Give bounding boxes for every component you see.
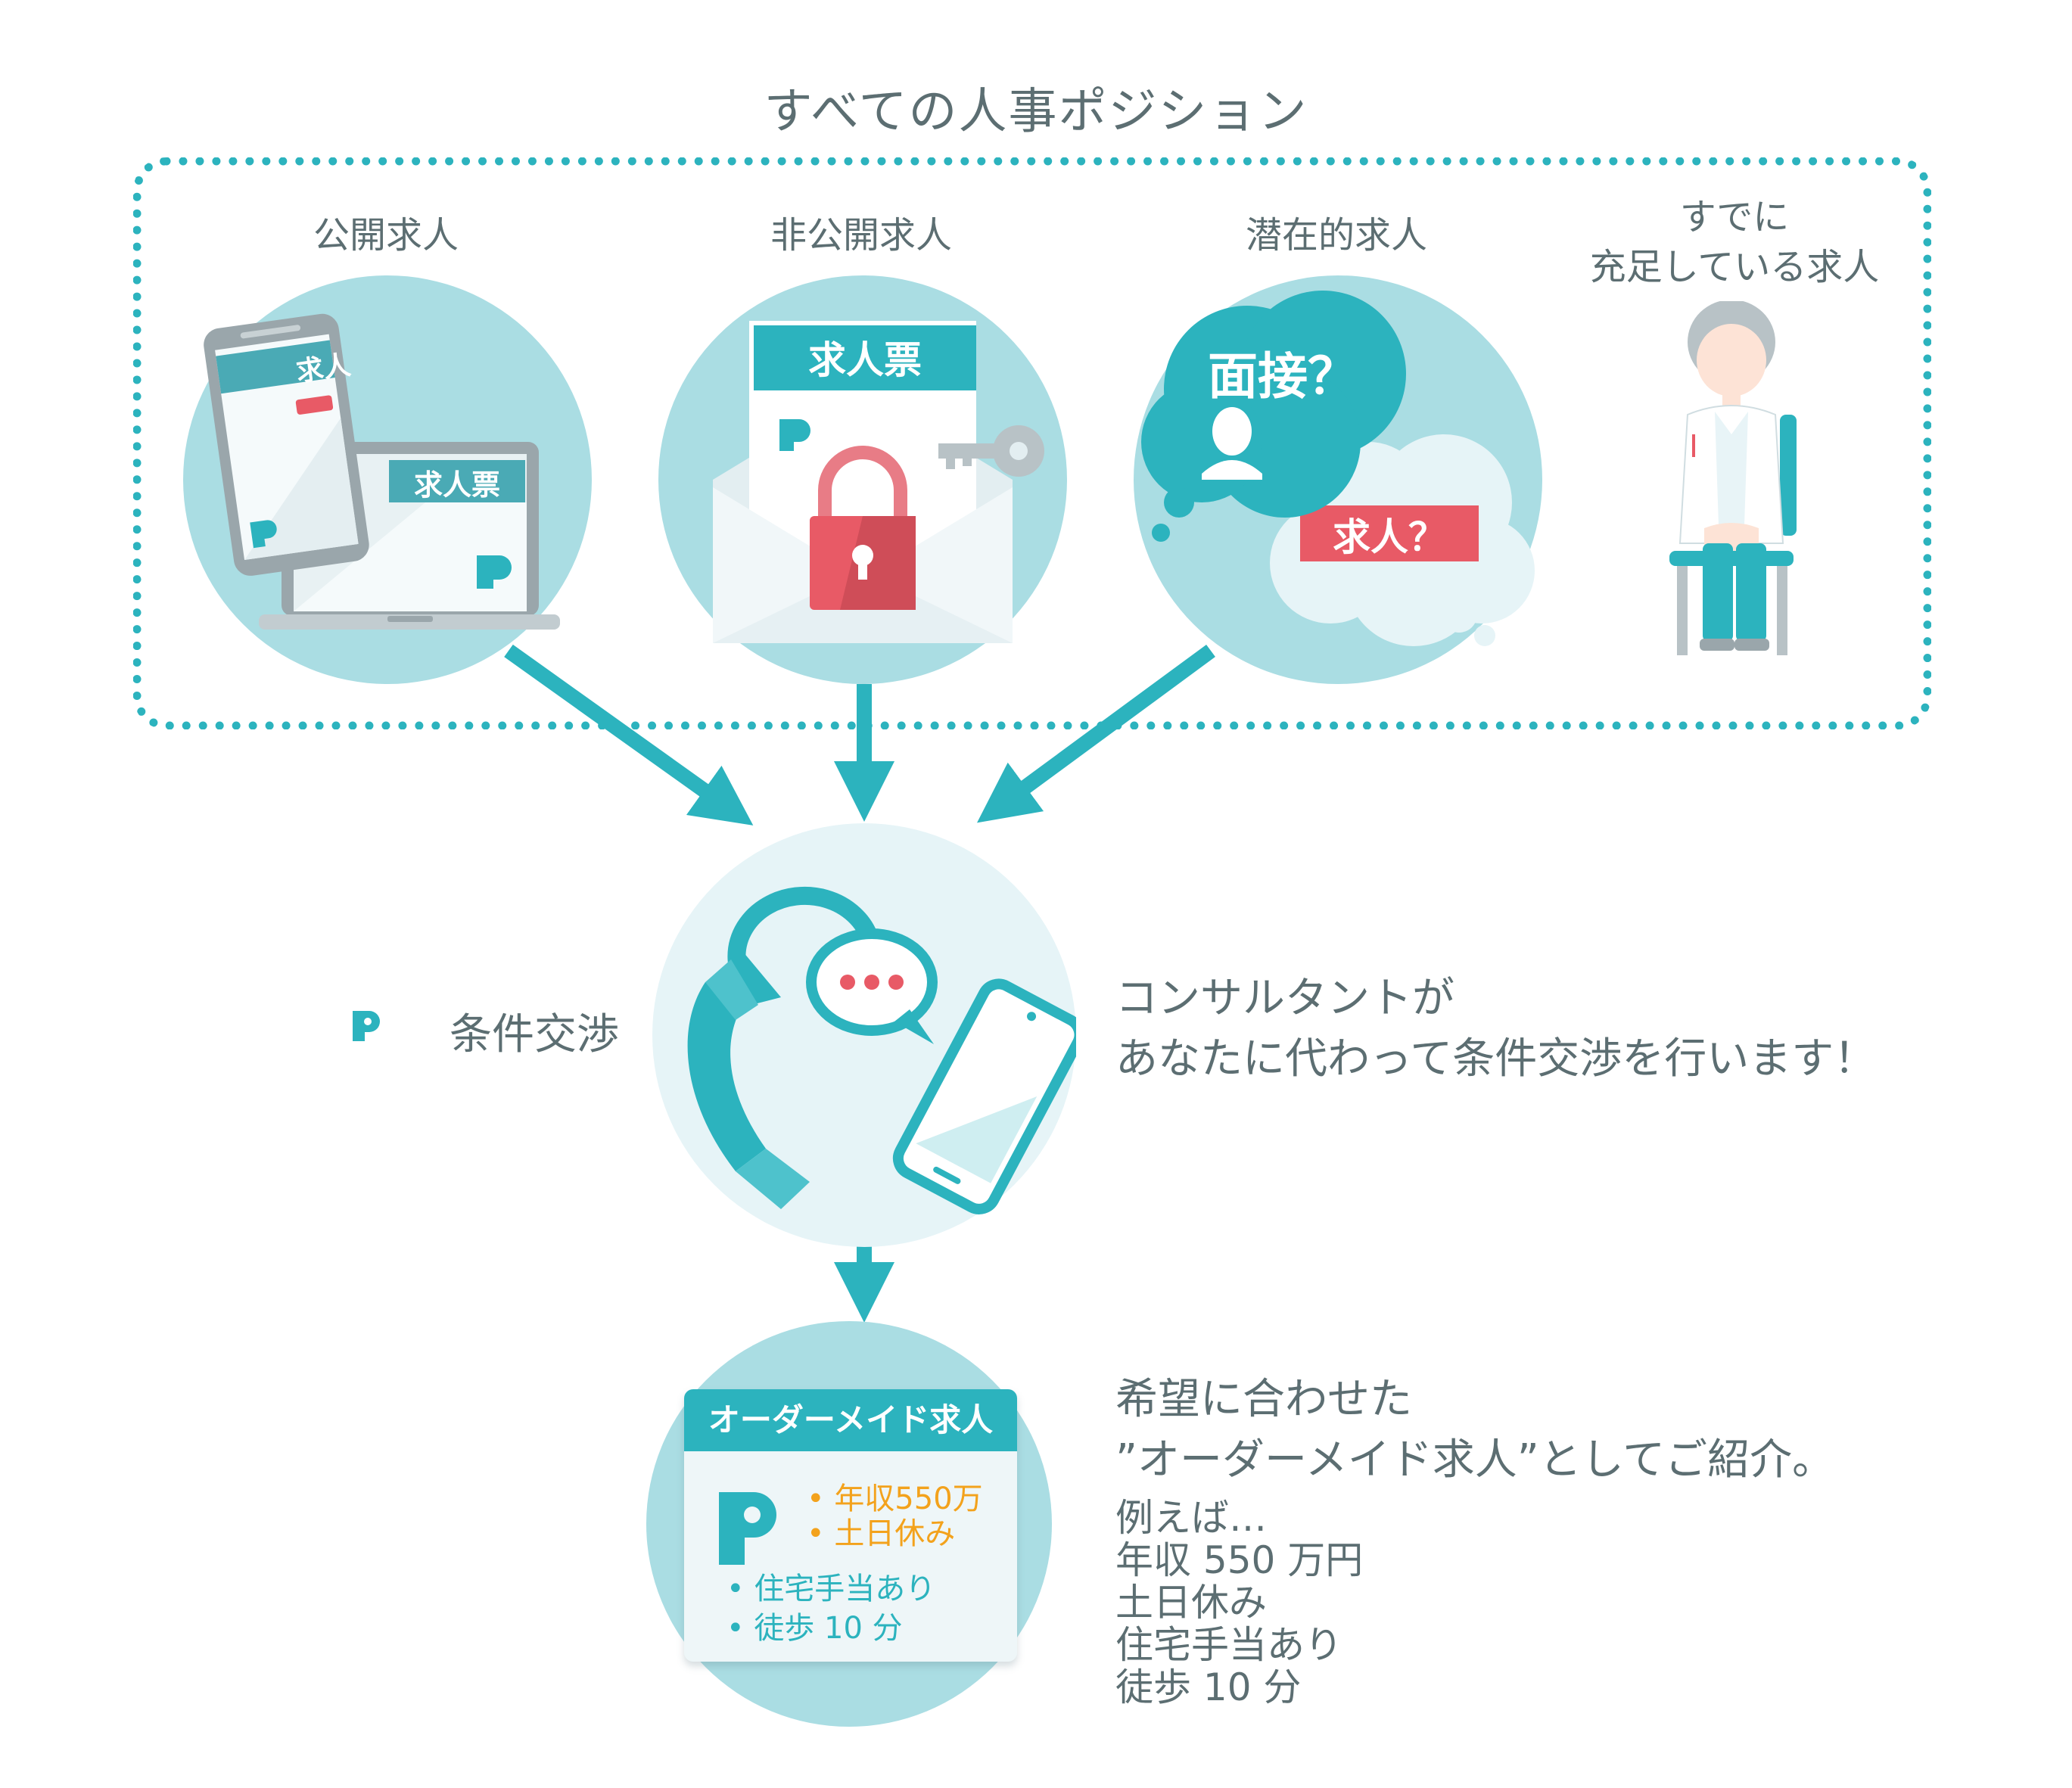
phone-icon [204, 313, 369, 576]
lock-icon [810, 446, 916, 610]
example-line: 徒歩 10 分 [1115, 1665, 1302, 1709]
category-label-public: 公開求人 [313, 214, 459, 257]
category-label-private: 非公開求人 [770, 214, 952, 257]
category-label-latent: 潜在的求人 [1245, 214, 1427, 257]
seated-doctor-illustration [1669, 301, 1797, 655]
doctor-icon [1678, 301, 1784, 651]
result-description-line1: 希望に合わせた [1115, 1375, 1412, 1424]
key-icon [938, 425, 1044, 477]
highlight-item-text: 土日休み [834, 1516, 956, 1551]
brand-logo-icon [353, 1011, 380, 1041]
arrow-latent-to-negotiation [977, 644, 1215, 823]
condition-list: • 住宅手当あり • 徒歩 10 分 [726, 1569, 935, 1648]
tailored-job-card: オーダーメイド求人 • 年収550万 • 土日休み • 住宅手当あり • 徒歩 … [684, 1389, 1017, 1662]
arrow-public-to-negotiation [504, 644, 754, 826]
person-icon [1202, 407, 1262, 480]
result-description-line2: ”オーダーメイド求人”としてご紹介。 [1115, 1435, 1835, 1485]
all-positions-frame [133, 157, 1931, 729]
private-job-illustration [713, 321, 1044, 643]
example-line: 例えば… [1115, 1496, 1267, 1540]
example-line: 年収 550 万円 [1115, 1538, 1364, 1582]
condition-item: • 徒歩 10 分 [726, 1611, 903, 1646]
condition-item-text: 住宅手当あり [754, 1572, 936, 1606]
highlight-item: • 土日休み [807, 1516, 956, 1551]
example-line: 土日休み [1115, 1581, 1267, 1625]
condition-item: • 住宅手当あり [726, 1572, 936, 1606]
condition-item-text: 徒歩 10 分 [754, 1611, 903, 1646]
category-label-filled: すでに 充足している求人 [1538, 192, 1931, 292]
negotiation-illustration [687, 886, 1076, 1214]
smartphone-icon [892, 978, 1076, 1214]
negotiation-description-line2: あなたに代わって条件交渉を行います！ [1115, 1034, 1877, 1084]
negotiation-description-line1: コンサルタントが [1115, 974, 1454, 1023]
highlight-item: • 年収550万 [807, 1482, 983, 1516]
negotiation-label: 条件交渉 [450, 1010, 619, 1059]
interview-question: 面接？ [1208, 347, 1358, 406]
laptop-job-tag: 求人票 [413, 468, 500, 502]
example-list: 例えば… 年収 550 万円 土日休み 住宅手当あり 徒歩 10 分 [1115, 1497, 1363, 1709]
public-job-illustration [204, 313, 560, 630]
job-question: 求人？ [1333, 515, 1446, 559]
private-doc-tag: 求人票 [808, 338, 922, 382]
telephone-handset-icon [687, 959, 810, 1209]
example-line: 住宅手当あり [1115, 1623, 1342, 1667]
negotiation-description: コンサルタントが あなたに代わって条件交渉を行います！ [1115, 969, 1876, 1090]
highlight-item-text: 年収550万 [834, 1482, 983, 1516]
page-title: すべての人事ポジション [764, 84, 1308, 140]
highlight-list: • 年収550万 • 土日休み [807, 1482, 983, 1551]
chat-bubble-icon [806, 928, 938, 1044]
result-description: 希望に合わせた ”オーダーメイド求人”としてご紹介。 [1115, 1370, 1834, 1491]
tailored-job-card-header: オーダーメイド求人 [684, 1389, 1017, 1451]
latent-job-illustration [1141, 291, 1535, 646]
brand-logo-icon [719, 1492, 776, 1565]
category-label-filled-line1: すでに [1679, 196, 1790, 238]
category-label-filled-line2: 充足している求人 [1589, 246, 1880, 288]
